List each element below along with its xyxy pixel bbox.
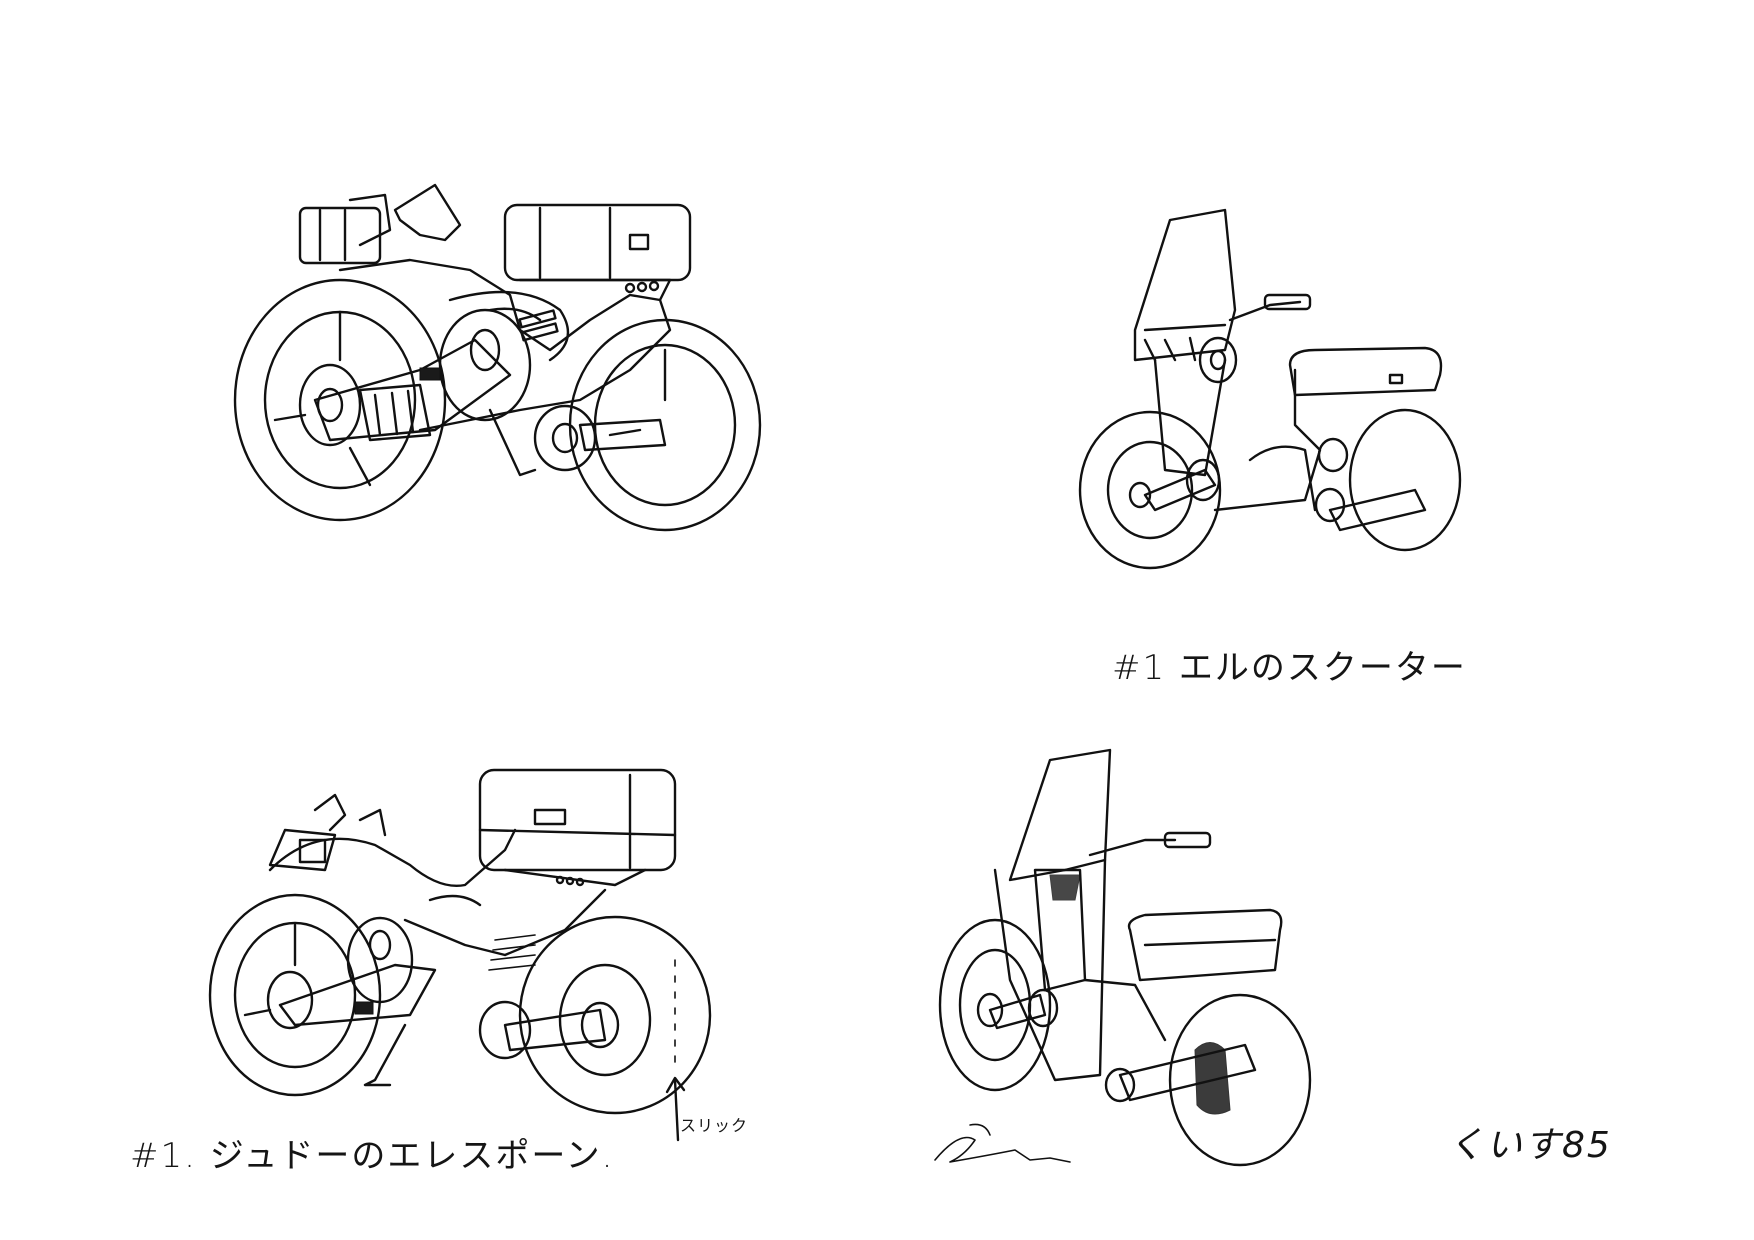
scooter-sketch-top	[1078, 208, 1462, 570]
artist-signature: くいす85	[1448, 1125, 1612, 1166]
caption-scooter: #1 エルのスクーター	[1112, 648, 1467, 688]
slick-arrow	[665, 1076, 686, 1142]
scribble-signature	[934, 1123, 1071, 1163]
motorcycle-sketch-bottom	[208, 768, 712, 1115]
caption-slick-note: スリック	[680, 1116, 749, 1135]
scooter-sketch-bottom	[938, 748, 1312, 1167]
caption-motorcycle: #1. ジュドーのエレスポーン.	[130, 1136, 615, 1176]
motorcycle-sketch-top	[233, 183, 762, 532]
